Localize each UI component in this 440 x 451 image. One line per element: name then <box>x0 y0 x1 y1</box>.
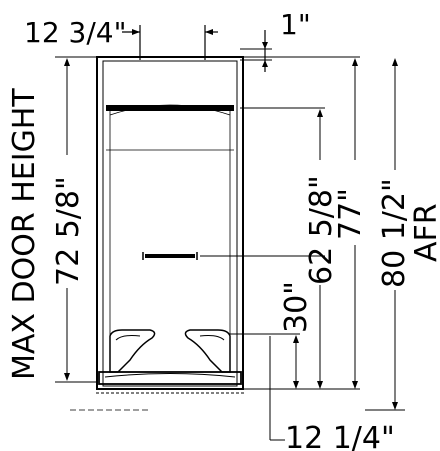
right-seat <box>184 329 231 373</box>
shower-outer-frame <box>96 56 244 390</box>
top-offset-arrow-bottom <box>262 60 268 67</box>
afr-arrow-top <box>392 58 398 66</box>
left-seat <box>109 329 156 373</box>
seat-height-value: 30" <box>279 281 314 333</box>
left-seat-contour <box>115 335 141 341</box>
afr-arrow-bottom <box>392 402 398 410</box>
max-door-height-label: MAX DOOR HEIGHT <box>7 88 42 380</box>
shower-inner-frame <box>102 60 238 387</box>
overall-height-arrow-bottom <box>352 381 358 389</box>
shower-header-band <box>106 105 234 111</box>
top-width-dimension-label: 12 3/4" <box>24 16 126 49</box>
overall-height-inner-value: 77" <box>333 188 368 240</box>
overall-height-arrow-top <box>352 58 358 66</box>
overall-height-afr-value: 80 1/2" <box>377 178 412 288</box>
shower-base <box>98 371 242 385</box>
bottom-width-value: 12 1/4" <box>285 421 395 451</box>
shower-base-curve <box>104 373 236 378</box>
seat-height-arrow-top <box>293 335 299 343</box>
max-door-height-arrow-bottom <box>64 373 70 381</box>
grab-bar-height-arrow-bottom <box>317 381 323 389</box>
max-door-height-arrow-top <box>64 58 70 66</box>
top-offset-dimension-label: 1" <box>280 8 311 41</box>
top-width-arrow-left <box>132 29 140 35</box>
right-seat-contour <box>199 335 225 341</box>
grab-bar-height-value: 62 5/8" <box>304 175 339 285</box>
seat-height-arrow-bottom <box>293 381 299 389</box>
afr-label: AFR <box>409 203 440 262</box>
shower-unit <box>70 56 244 411</box>
top-width-arrow-right <box>205 29 213 35</box>
top-offset-arrow-top <box>262 42 268 49</box>
max-door-height-value: 72 5/8" <box>51 176 86 286</box>
grab-bar-height-arrow-top <box>317 109 323 117</box>
shower-ceiling-curve <box>109 104 231 116</box>
